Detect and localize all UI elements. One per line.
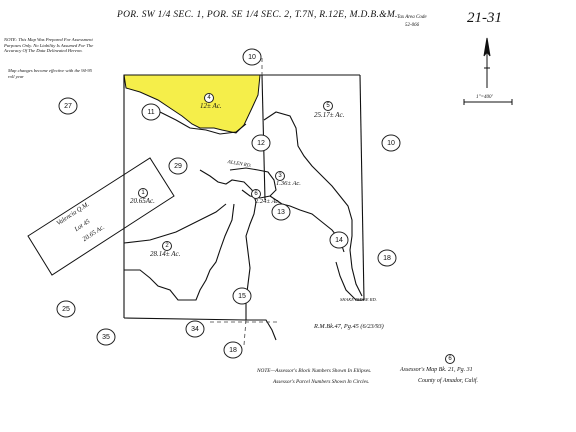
map-title: POR. SW 1/4 SEC. 1, POR. SE 1/4 SEC. 2, … — [117, 10, 398, 20]
parcel-circle-3[interactable]: 3 — [275, 171, 285, 181]
parcel-acreage-2: 28.14± Ac. — [150, 250, 181, 258]
scale-bar — [463, 99, 513, 105]
block-number: 29 — [174, 163, 182, 170]
page-circle: 6 — [445, 354, 455, 364]
block-number: 25 — [62, 306, 70, 313]
parcel-acreage-4: 12± Ac. — [200, 102, 222, 110]
shake-ridge-road-label: SHAKE RIDGE RD. — [340, 297, 377, 302]
effective-note: Map changes become effective with the 94… — [8, 68, 92, 79]
block-number: 35 — [102, 334, 110, 341]
block-number: 10 — [248, 54, 256, 61]
parcel-acreage-6: 2.24± Ac. — [255, 198, 280, 205]
parcel-circle-4[interactable]: 4 — [204, 93, 214, 103]
parcel-4-highlight[interactable] — [123, 74, 261, 134]
block-number: 11 — [147, 109, 155, 116]
block-number: 12 — [257, 140, 265, 147]
block-number: 13 — [277, 209, 285, 216]
map-number: 21-31 — [467, 10, 502, 26]
assessor-map-reference: Assessor's Map Bk. 21, Pg. 31 — [400, 367, 473, 373]
disclaimer-note: NOTE: This Map Was Prepared For Assessme… — [4, 37, 94, 54]
record-map-reference: R.M.Bk.47, Pg.45 (6/23/93) — [314, 323, 384, 330]
block-number: 18 — [229, 347, 237, 354]
block-number: 14 — [335, 237, 343, 244]
parcel-acreage-3: 1.36± Ac. — [276, 180, 301, 187]
block-number: 18 — [383, 255, 391, 262]
block-number: 34 — [191, 326, 199, 333]
parcel-circle-6[interactable]: 6 — [251, 189, 261, 199]
parcel-circle-5[interactable]: 5 — [323, 101, 333, 111]
tax-area-code: 52-066 — [405, 23, 420, 28]
block-number: 15 — [238, 293, 246, 300]
block-number: 10 — [387, 140, 395, 147]
footer-note-blocks: NOTE—Assessor's Block Numbers Shown In E… — [257, 368, 372, 374]
footer-note-parcels: Assessor's Parcel Numbers Shown In Circl… — [273, 379, 370, 385]
scale-label: 1"=400' — [476, 95, 493, 100]
section-lines — [210, 58, 280, 346]
block-ellipses — [56, 48, 401, 359]
county-label: County of Amador, Calif. — [418, 378, 479, 384]
valencia-lot-outline[interactable] — [27, 157, 175, 276]
parcel-circle-2[interactable]: 2 — [162, 241, 172, 251]
parcel-circle-1[interactable]: 1 — [138, 188, 148, 198]
north-arrow — [483, 37, 491, 88]
parcel-acreage-1: 20.65Ac. — [130, 197, 155, 205]
parcel-acreage-5: 25.17± Ac. — [314, 111, 345, 119]
tax-area-label: Tax Area Code — [397, 15, 427, 20]
block-number: 27 — [64, 103, 72, 110]
